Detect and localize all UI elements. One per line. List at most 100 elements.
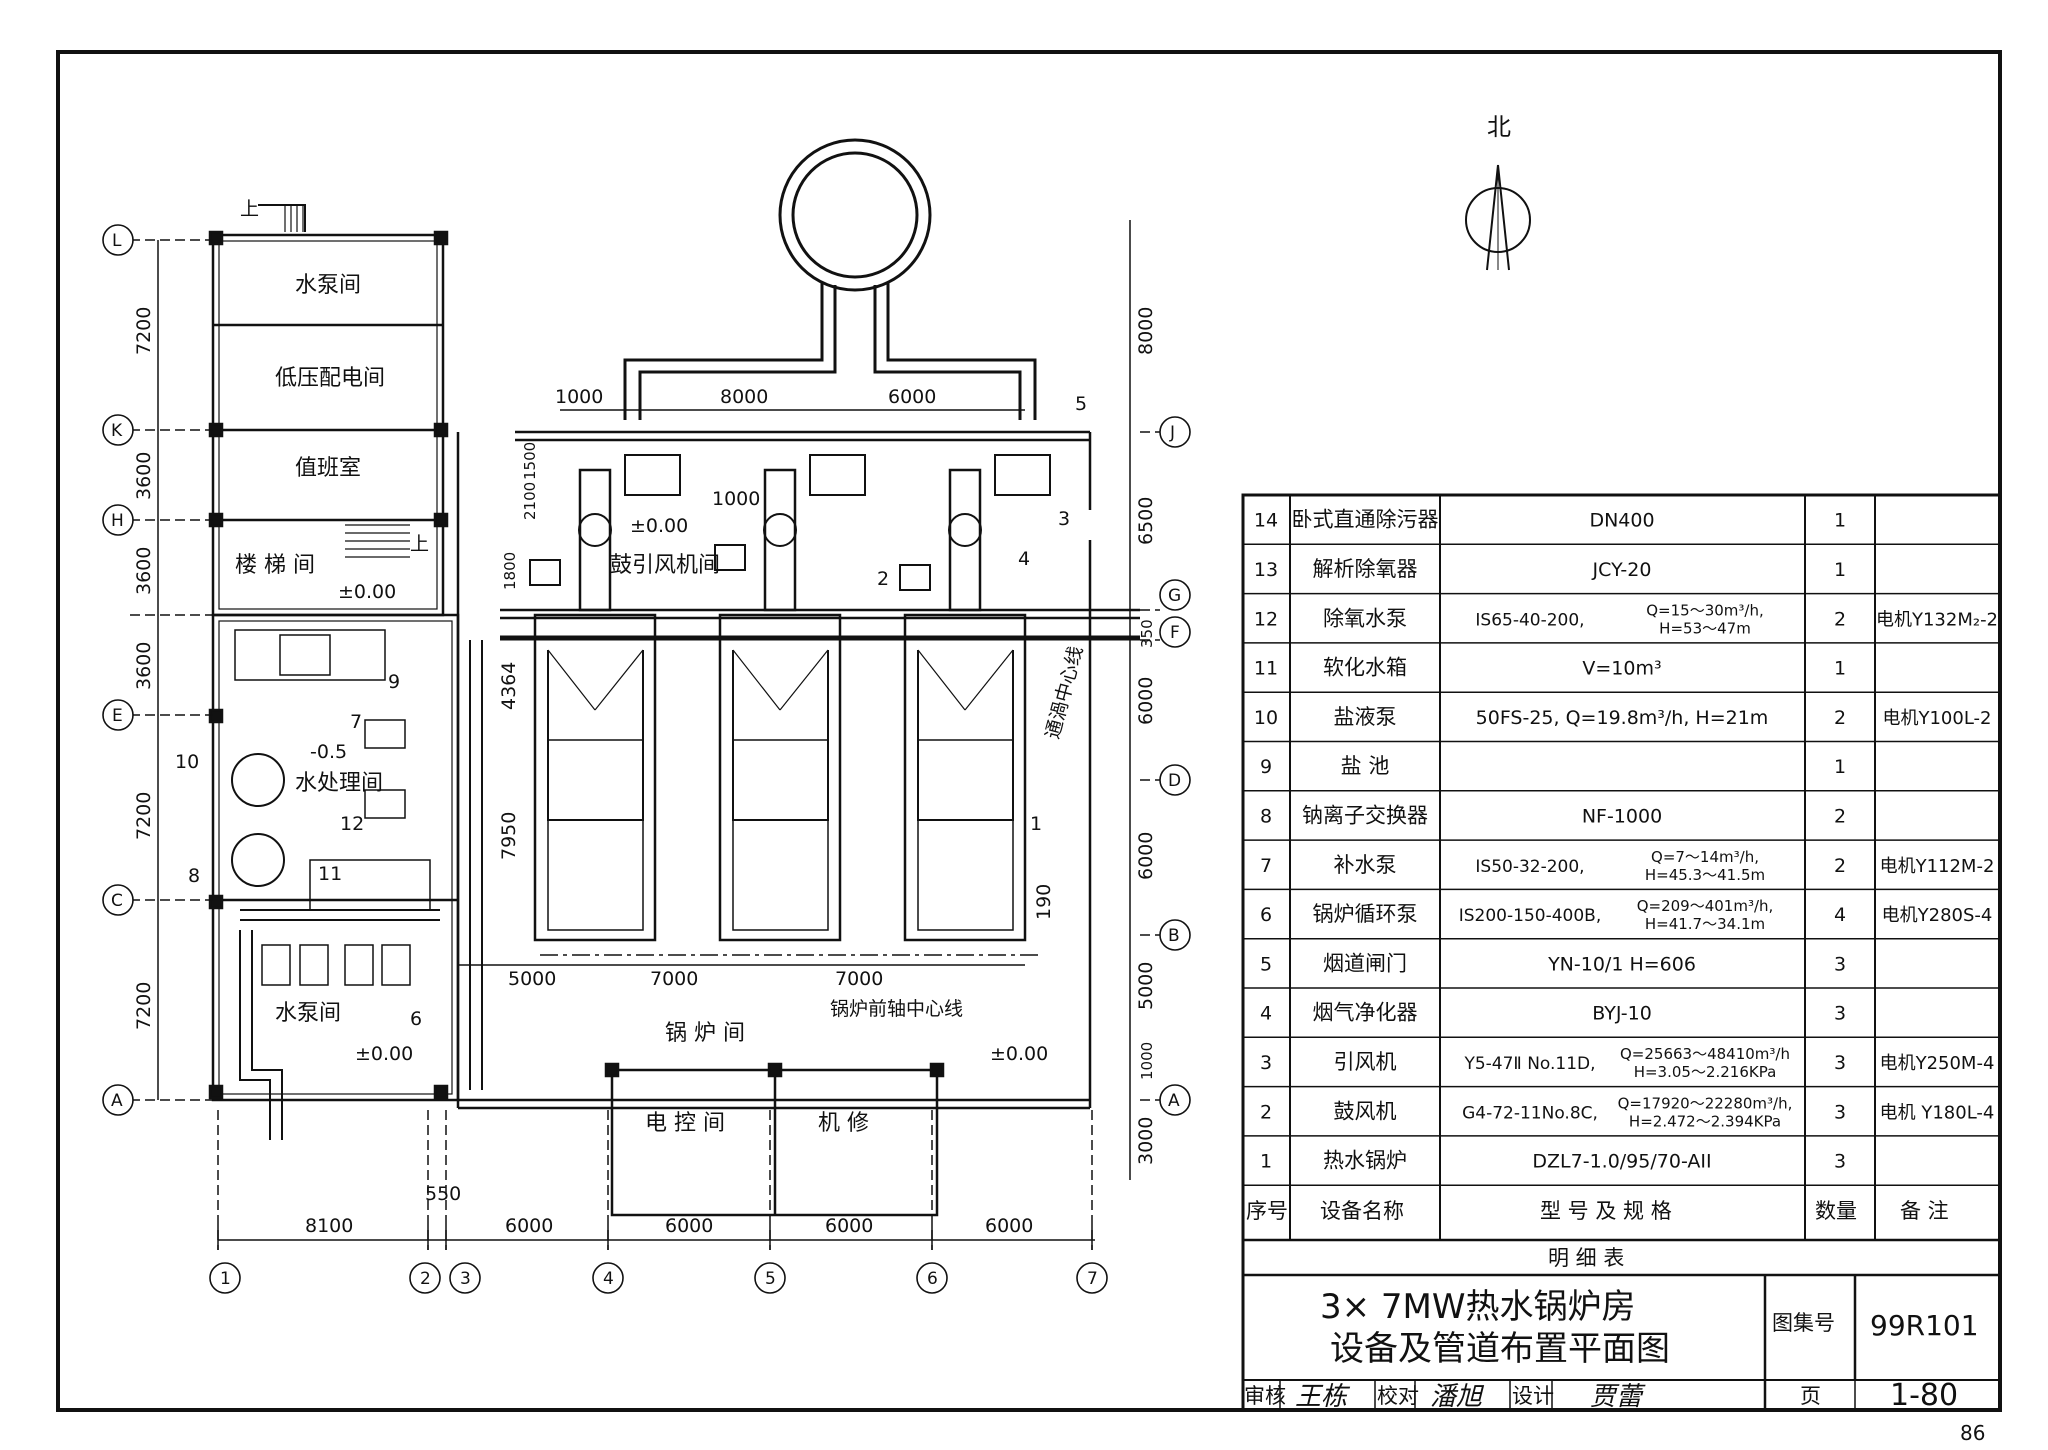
axis-right-J: J <box>1169 423 1175 443</box>
table-cell-qty: 3 <box>1834 1052 1846 1074</box>
table-cell-no: 5 <box>1260 953 1272 975</box>
table-cell-spec-h: H=45.3～41.5m <box>1645 866 1765 884</box>
table-cell-spec-h: H=53～47m <box>1659 619 1751 637</box>
axis-left-K: K <box>111 421 123 441</box>
callout-5: 5 <box>1075 393 1087 415</box>
room-pump-top: 水泵间 <box>295 273 361 298</box>
table-cell-name: 钠离子交换器 <box>1302 803 1428 827</box>
axis-bottom-5: 5 <box>765 1269 776 1289</box>
dim-bottom-6: 6000 <box>985 1215 1033 1237</box>
table-cell-name: 盐 池 <box>1341 754 1390 778</box>
table-cell-qty: 3 <box>1834 1101 1846 1123</box>
table-cell-name: 卧式直通除污器 <box>1292 508 1439 532</box>
callout-11: 11 <box>318 863 342 885</box>
dim-right-8: 3000 <box>1135 1117 1157 1165</box>
callout-9: 9 <box>388 671 400 693</box>
table-cell-spec: IS50-32-200, <box>1475 857 1584 877</box>
boiler-1 <box>533 468 657 942</box>
review-label: 审核 <box>1244 1384 1286 1408</box>
table-cell-no: 10 <box>1254 707 1278 729</box>
grid-bubbles-left <box>102 224 134 1116</box>
room-duty: 值班室 <box>295 456 361 481</box>
table-cell-note: 电机Y250M-4 <box>1880 1053 1995 1074</box>
th-qty: 数量 <box>1815 1199 1857 1223</box>
axis-bottom-1: 1 <box>220 1269 231 1289</box>
dim-left-4: 3600 <box>133 642 155 690</box>
north-label: 北 <box>1487 113 1511 141</box>
dim-top-3: 6000 <box>888 386 936 408</box>
title-line-1: 3× 7MW热水锅炉房 <box>1320 1287 1636 1327</box>
dim-right-7: 1000 <box>1138 1042 1156 1080</box>
dim-int-3: 1000 <box>712 488 760 510</box>
table-cell-qty: 2 <box>1834 855 1846 877</box>
dim-left-6: 7200 <box>133 982 155 1030</box>
table-cell-qty: 2 <box>1834 805 1846 827</box>
table-cell-spec: BYJ-10 <box>1592 1003 1652 1025</box>
callout-7: 7 <box>350 711 362 733</box>
table-cell-no: 12 <box>1254 608 1278 630</box>
level-boiler: ±0.00 <box>990 1043 1048 1065</box>
dust-centerline: 通渦中心线 <box>1042 644 1088 741</box>
table-cell-note: 电机Y132M₂-2 <box>1876 609 1998 630</box>
axis-right-A: A <box>1168 1091 1180 1111</box>
table-cell-note: 电机Y100L-2 <box>1882 708 1991 729</box>
table-cell-qty: 4 <box>1834 904 1846 926</box>
callout-4: 4 <box>1018 548 1030 570</box>
level-water: -0.5 <box>310 741 347 763</box>
room-low-voltage: 低压配电间 <box>275 366 385 391</box>
table-cell-note: 电机Y280S-4 <box>1882 905 1993 926</box>
dim-right-6: 5000 <box>1135 962 1157 1010</box>
table-cell-name: 盐液泵 <box>1334 705 1397 729</box>
table-cell-spec: JCY-20 <box>1592 559 1652 581</box>
table-cell-name: 热水锅炉 <box>1323 1149 1407 1173</box>
check-label: 校对 <box>1377 1384 1419 1408</box>
level-stair: ±0.00 <box>338 581 396 603</box>
room-boiler: 锅 炉 间 <box>665 1021 745 1046</box>
grid-bubbles-right <box>1159 416 1191 1116</box>
table-cell-no: 1 <box>1260 1151 1272 1173</box>
page-label: 页 <box>1800 1384 1821 1408</box>
table-row-lines <box>1243 494 2000 1186</box>
th-spec: 型 号 及 规 格 <box>1540 1199 1672 1223</box>
th-name: 设备名称 <box>1320 1199 1404 1223</box>
dim-int-6: 7950 <box>498 812 520 860</box>
room-stair: 楼 梯 间 <box>235 553 315 578</box>
design-label: 设计 <box>1512 1384 1554 1408</box>
table-cell-no: 13 <box>1254 559 1278 581</box>
table-cell-qty: 3 <box>1834 1151 1846 1173</box>
th-no: 序号 <box>1246 1199 1288 1223</box>
grid-bubbles-bottom <box>209 1262 1108 1294</box>
boiler-axis-label: 锅炉前轴中心线 <box>830 998 963 1020</box>
table-cell-spec: DZL7-1.0/95/70-AII <box>1532 1151 1711 1173</box>
table-cell-qty: 2 <box>1834 707 1846 729</box>
callout-10: 10 <box>175 751 199 773</box>
table-cell-no: 14 <box>1254 510 1278 532</box>
table-cell-qty: 2 <box>1834 608 1846 630</box>
dim-right-5: 6000 <box>1135 832 1157 880</box>
callout-6: 6 <box>410 1008 422 1030</box>
dim-left-5: 7200 <box>133 792 155 840</box>
axis-right-G: G <box>1168 586 1181 606</box>
table-cell-spec: Y5-47Ⅱ No.11D, <box>1463 1054 1595 1074</box>
level-blower: ±0.00 <box>630 515 688 537</box>
dim-int-2: 2100 <box>521 482 539 520</box>
table-cell-no: 9 <box>1260 756 1272 778</box>
callout-2: 2 <box>877 568 889 590</box>
table-cell-note: 电机 Y180L-4 <box>1880 1102 1995 1123</box>
axis-bottom-4: 4 <box>603 1269 614 1289</box>
table-cell-no: 8 <box>1260 805 1272 827</box>
axis-bottom-7: 7 <box>1087 1269 1098 1289</box>
dim-left-2: 3600 <box>133 452 155 500</box>
th-note: 备 注 <box>1900 1199 1949 1223</box>
room-blower: 鼓引风机间 <box>610 553 720 578</box>
boiler-3 <box>903 468 1027 942</box>
table-cell-qty: 1 <box>1834 510 1846 532</box>
axis-left-C: C <box>111 891 123 911</box>
dim-int-10: 7000 <box>835 968 883 990</box>
axis-left-E: E <box>112 706 123 726</box>
table-cell-spec-h: H=3.05～2.216KPa <box>1634 1063 1777 1081</box>
axis-right-D: D <box>1168 771 1181 791</box>
dim-left-3: 3600 <box>133 547 155 595</box>
table-cell-spec-q: Q=17920～22280m³/h, <box>1618 1094 1793 1112</box>
